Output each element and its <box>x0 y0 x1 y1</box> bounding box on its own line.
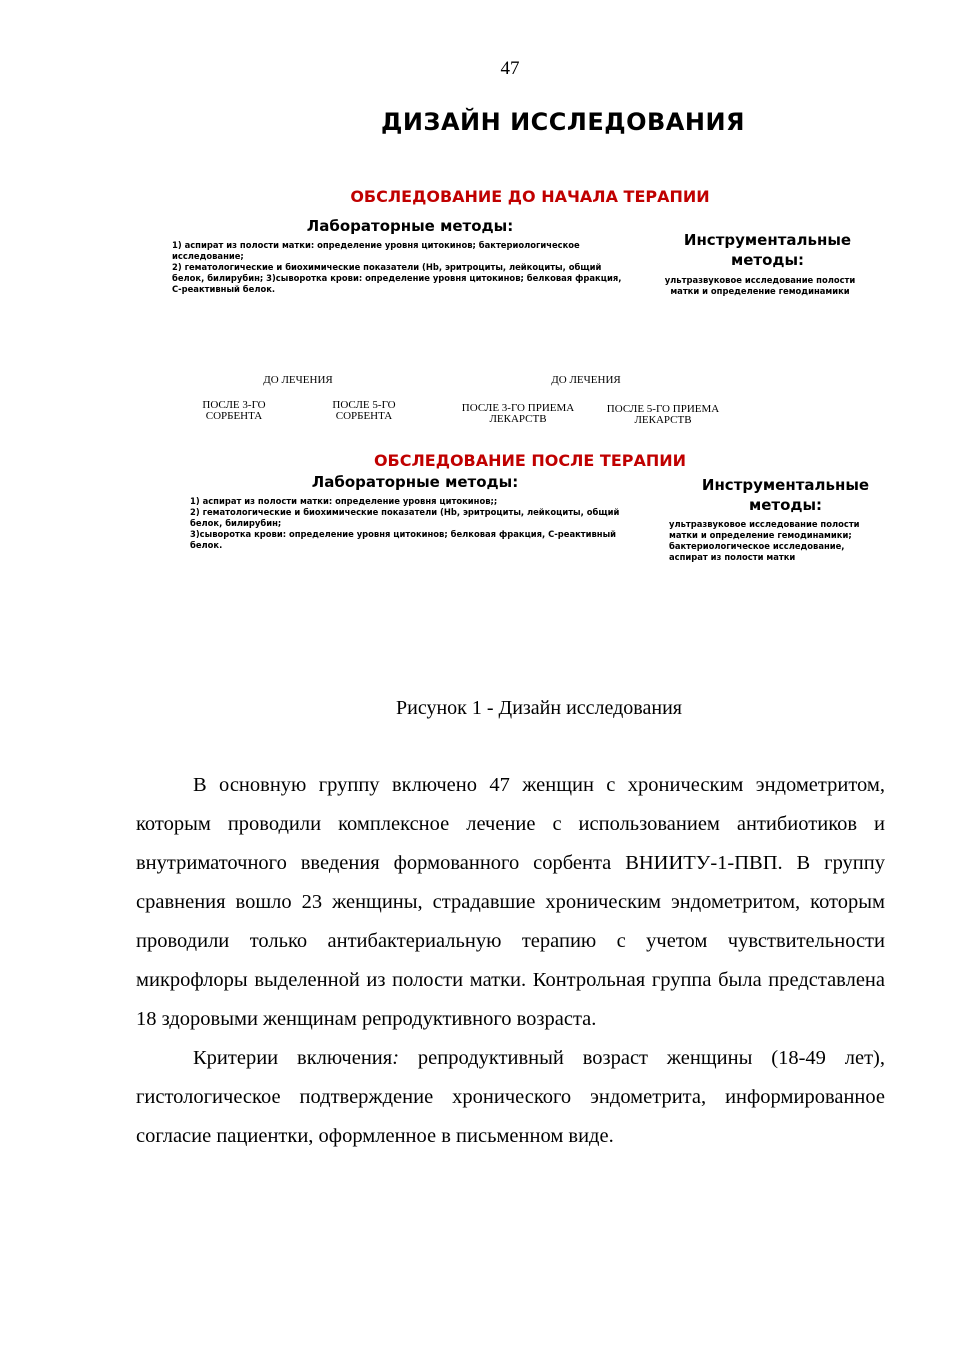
criteria-colon: : <box>392 1047 400 1069</box>
after-instr-heading: Инструментальные методы: <box>701 476 870 514</box>
after-lab-item-1: 1) аспират из полости матки: определение… <box>190 496 498 506</box>
body-text: В основную группу включено 47 женщин с х… <box>136 766 885 1156</box>
after-lab-item-3: 3)сыворотка крови: определение уровня ци… <box>190 529 617 550</box>
figure-caption: Рисунок 1 - Дизайн исследования <box>396 697 682 719</box>
paragraph-1: В основную группу включено 47 женщин с х… <box>136 774 885 1030</box>
flow-left-after-5: ПОСЛЕ 5-ГО СОРБЕНТА <box>332 399 396 422</box>
before-lab-item-2: 2) гематологические и биохимические пока… <box>172 262 622 294</box>
criteria-text: репродуктивный возраст женщины (18-49 ле… <box>136 1047 886 1147</box>
after-lab-list: 1) аспират из полости матки: определение… <box>190 496 630 551</box>
after-lab-heading: Лабораторные методы: <box>311 473 519 491</box>
figure-title: ДИЗАЙН ИССЛЕДОВАНИЯ <box>380 108 746 136</box>
after-instr-text: ультразвуковое исследование полости матк… <box>669 519 860 562</box>
paragraph-2: Критерии включения: репродуктивный возра… <box>136 1039 885 1156</box>
flow-right-after-5: ПОСЛЕ 5-ГО ПРИЕМА ЛЕКАРСТВ <box>606 403 720 426</box>
after-therapy-heading: ОБСЛЕДОВАНИЕ ПОСЛЕ ТЕРАПИИ <box>373 451 687 470</box>
criteria-label: Критерии включения <box>193 1047 393 1069</box>
after-lab-item-2: 2) гематологические и биохимические пока… <box>190 507 620 528</box>
before-therapy-heading: ОБСЛЕДОВАНИЕ ДО НАЧАЛА ТЕРАПИИ <box>350 187 710 206</box>
flow-left-after-3: ПОСЛЕ 3-ГО СОРБЕНТА <box>202 399 266 422</box>
before-lab-heading: Лабораторные методы: <box>306 217 514 235</box>
flow-left-before: ДО ЛЕЧЕНИЯ <box>263 374 333 386</box>
before-instr-heading: Инструментальные методы: <box>683 231 852 269</box>
page-number: 47 <box>500 58 520 79</box>
before-lab-item-1: 1) аспират из полости матки: определение… <box>172 240 580 261</box>
before-lab-list: 1) аспират из полости матки: определение… <box>172 240 622 295</box>
flow-right-before: ДО ЛЕЧЕНИЯ <box>551 374 621 386</box>
before-instr-text: ультразвуковое исследование полости матк… <box>664 275 856 296</box>
flow-right-after-3: ПОСЛЕ 3-ГО ПРИЕМА ЛЕКАРСТВ <box>461 402 575 425</box>
